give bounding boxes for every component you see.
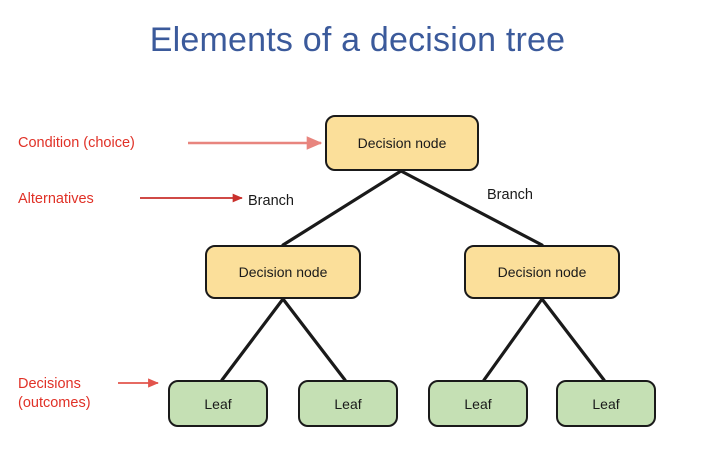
annotation-decisions-outcomes: Decisions (outcomes) xyxy=(18,376,91,411)
annotation-alternatives: Alternatives xyxy=(18,191,94,207)
decision-node-mid-right[interactable]: Decision node xyxy=(464,245,620,299)
leaf-node-2[interactable]: Leaf xyxy=(298,380,398,427)
edge-root-to-mid-left xyxy=(281,169,403,247)
edge-mid-right-to-leaf-4 xyxy=(540,297,606,382)
decision-node-root[interactable]: Decision node xyxy=(325,115,479,171)
leaf-node-4[interactable]: Leaf xyxy=(556,380,656,427)
edge-mid-right-to-leaf-3 xyxy=(482,297,544,382)
page-title: Elements of a decision tree xyxy=(149,21,566,59)
edge-root-to-mid-right xyxy=(399,169,544,247)
edge-mid-left-to-leaf-1 xyxy=(220,297,285,382)
branch-label-right: Branch xyxy=(487,187,533,203)
edge-mid-left-to-leaf-2 xyxy=(281,297,347,382)
leaf-node-1[interactable]: Leaf xyxy=(168,380,268,427)
annotation-condition-choice: Condition (choice) xyxy=(18,135,135,151)
leaf-node-3[interactable]: Leaf xyxy=(428,380,528,427)
decision-node-mid-left[interactable]: Decision node xyxy=(205,245,361,299)
branch-label-left: Branch xyxy=(248,193,294,209)
